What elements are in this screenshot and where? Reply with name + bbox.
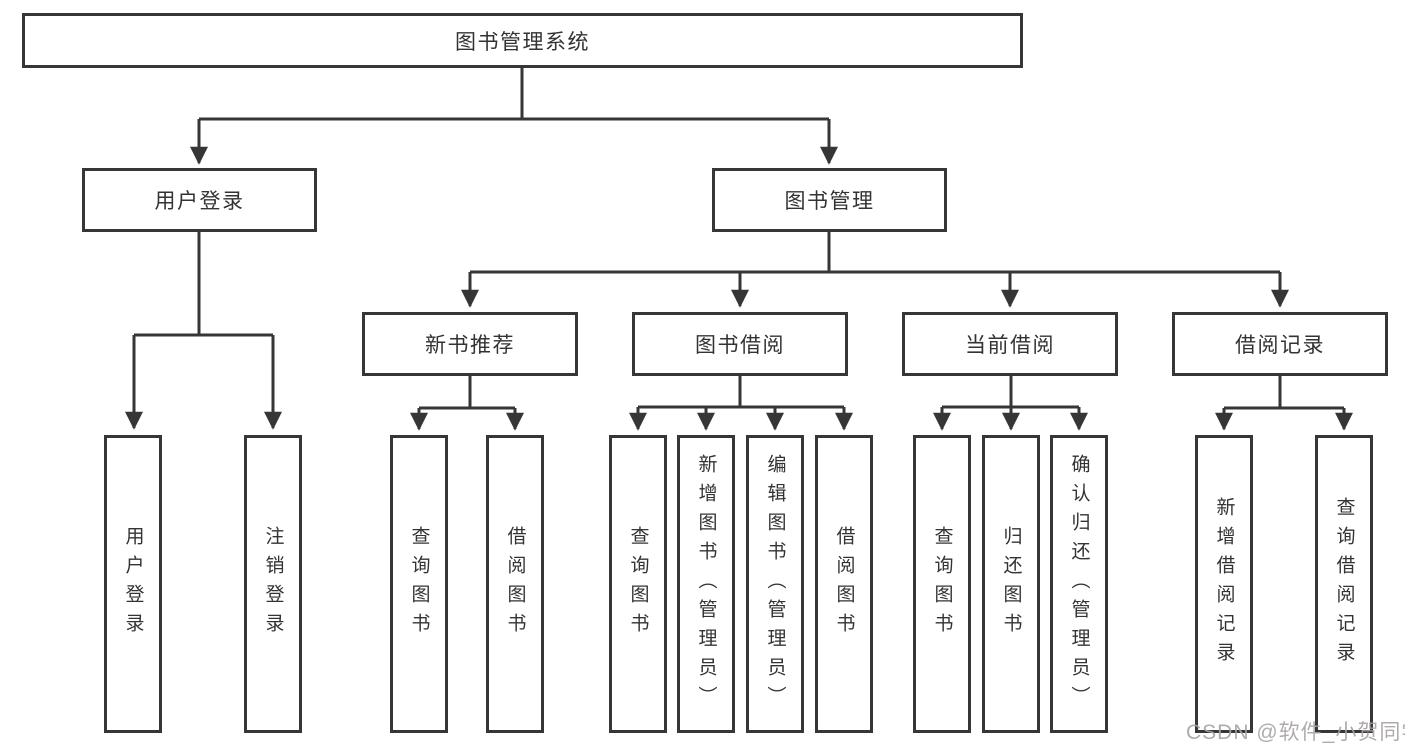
connector-book-mgmt-split: [470, 232, 1280, 274]
node-leaf-bb-add-books-admin: 新增图书（管理员）: [677, 435, 735, 733]
node-book-mgmt: 图书管理: [712, 168, 947, 232]
node-book-borrow-label: 图书借阅: [695, 334, 785, 357]
node-leaf-logout: 注销登录: [244, 435, 302, 733]
node-user-login-label: 用户登录: [154, 190, 245, 213]
node-borrow-records-label: 借阅记录: [1235, 334, 1325, 357]
node-leaf-cb-confirm-return-admin-label: 确认归还（管理员）: [1068, 453, 1090, 715]
node-borrow-records: 借阅记录: [1172, 312, 1388, 376]
connector-new-book-rec-split: [419, 376, 515, 410]
connector-root-split: [199, 68, 829, 121]
connector-user-login-split: [134, 232, 273, 337]
node-leaf-bb-query-books-label: 查询图书: [627, 526, 649, 642]
node-leaf-nbr-query-books-label: 查询图书: [408, 526, 430, 642]
node-current-borrow: 当前借阅: [902, 312, 1118, 376]
node-leaf-nbr-borrow-books: 借阅图书: [486, 435, 544, 733]
node-root: 图书管理系统: [22, 13, 1023, 68]
node-leaf-cb-return-books: 归还图书: [982, 435, 1040, 733]
node-leaf-bb-borrow-books-label: 借阅图书: [833, 526, 855, 642]
node-leaf-bb-query-books: 查询图书: [609, 435, 667, 733]
node-leaf-bb-edit-books-admin-label: 编辑图书（管理员）: [764, 453, 786, 715]
node-root-label: 图书管理系统: [455, 30, 590, 54]
node-leaf-logout-label: 注销登录: [262, 526, 284, 642]
node-new-book-rec: 新书推荐: [362, 312, 578, 376]
node-leaf-bb-add-books-admin-label: 新增图书（管理员）: [695, 453, 717, 715]
connector-book-borrow-split: [638, 376, 844, 409]
node-new-book-rec-label: 新书推荐: [425, 334, 515, 357]
node-leaf-br-query-record: 查询借阅记录: [1315, 435, 1373, 733]
connector-borrow-records-split: [1224, 376, 1344, 410]
node-leaf-br-add-record-label: 新增借阅记录: [1213, 497, 1235, 671]
node-leaf-user-login-label: 用户登录: [122, 526, 144, 642]
node-leaf-nbr-borrow-books-label: 借阅图书: [504, 526, 526, 642]
node-current-borrow-label: 当前借阅: [965, 334, 1055, 357]
connector-current-borrow-split: [942, 376, 1079, 409]
node-leaf-cb-query-books: 查询图书: [913, 435, 971, 733]
node-leaf-user-login: 用户登录: [104, 435, 162, 733]
watermark-text: CSDN @软件_小贺同学: [1186, 721, 1405, 744]
node-leaf-bb-edit-books-admin: 编辑图书（管理员）: [746, 435, 804, 733]
node-book-mgmt-label: 图书管理: [784, 190, 875, 213]
node-leaf-cb-confirm-return-admin: 确认归还（管理员）: [1050, 435, 1108, 733]
node-leaf-bb-borrow-books: 借阅图书: [815, 435, 873, 733]
node-leaf-nbr-query-books: 查询图书: [390, 435, 448, 733]
node-leaf-br-query-record-label: 查询借阅记录: [1333, 497, 1355, 671]
node-leaf-br-add-record: 新增借阅记录: [1195, 435, 1253, 733]
node-user-login: 用户登录: [82, 168, 317, 232]
node-book-borrow: 图书借阅: [632, 312, 848, 376]
node-leaf-cb-query-books-label: 查询图书: [931, 526, 953, 642]
node-leaf-cb-return-books-label: 归还图书: [1000, 526, 1022, 642]
